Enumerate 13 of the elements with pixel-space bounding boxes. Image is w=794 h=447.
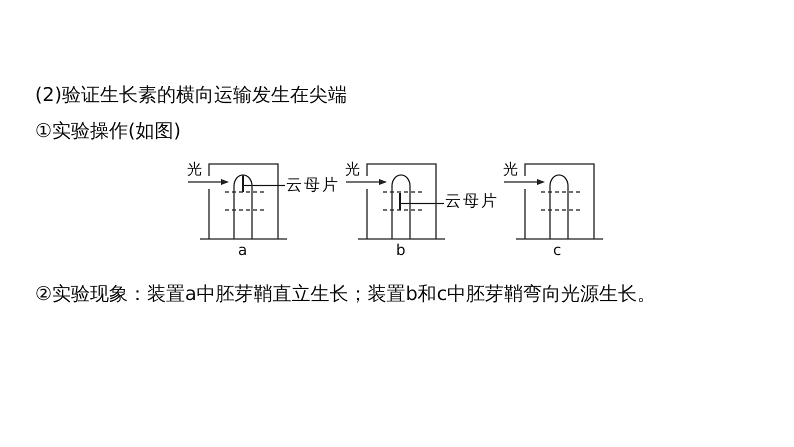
apparatus-label: a [238, 241, 248, 260]
step-heading: ①实验操作(如图) [35, 120, 181, 143]
leader-line [401, 202, 444, 204]
heading: (2)验证生长素的横向运输发生在尖端 [35, 84, 347, 107]
light-label: 光 [187, 160, 202, 179]
apparatus-label: b [396, 241, 406, 260]
callout-label: 云母片 [286, 175, 340, 195]
light-label: 光 [345, 160, 360, 179]
result-text: ②实验现象：装置a中胚芽鞘直立生长；装置b和c中胚芽鞘弯向光源生长。 [35, 283, 656, 306]
light-label: 光 [503, 160, 518, 179]
leader-line [244, 184, 285, 186]
callout-label: 云母片 [445, 191, 499, 211]
apparatus-label: c [553, 241, 562, 260]
